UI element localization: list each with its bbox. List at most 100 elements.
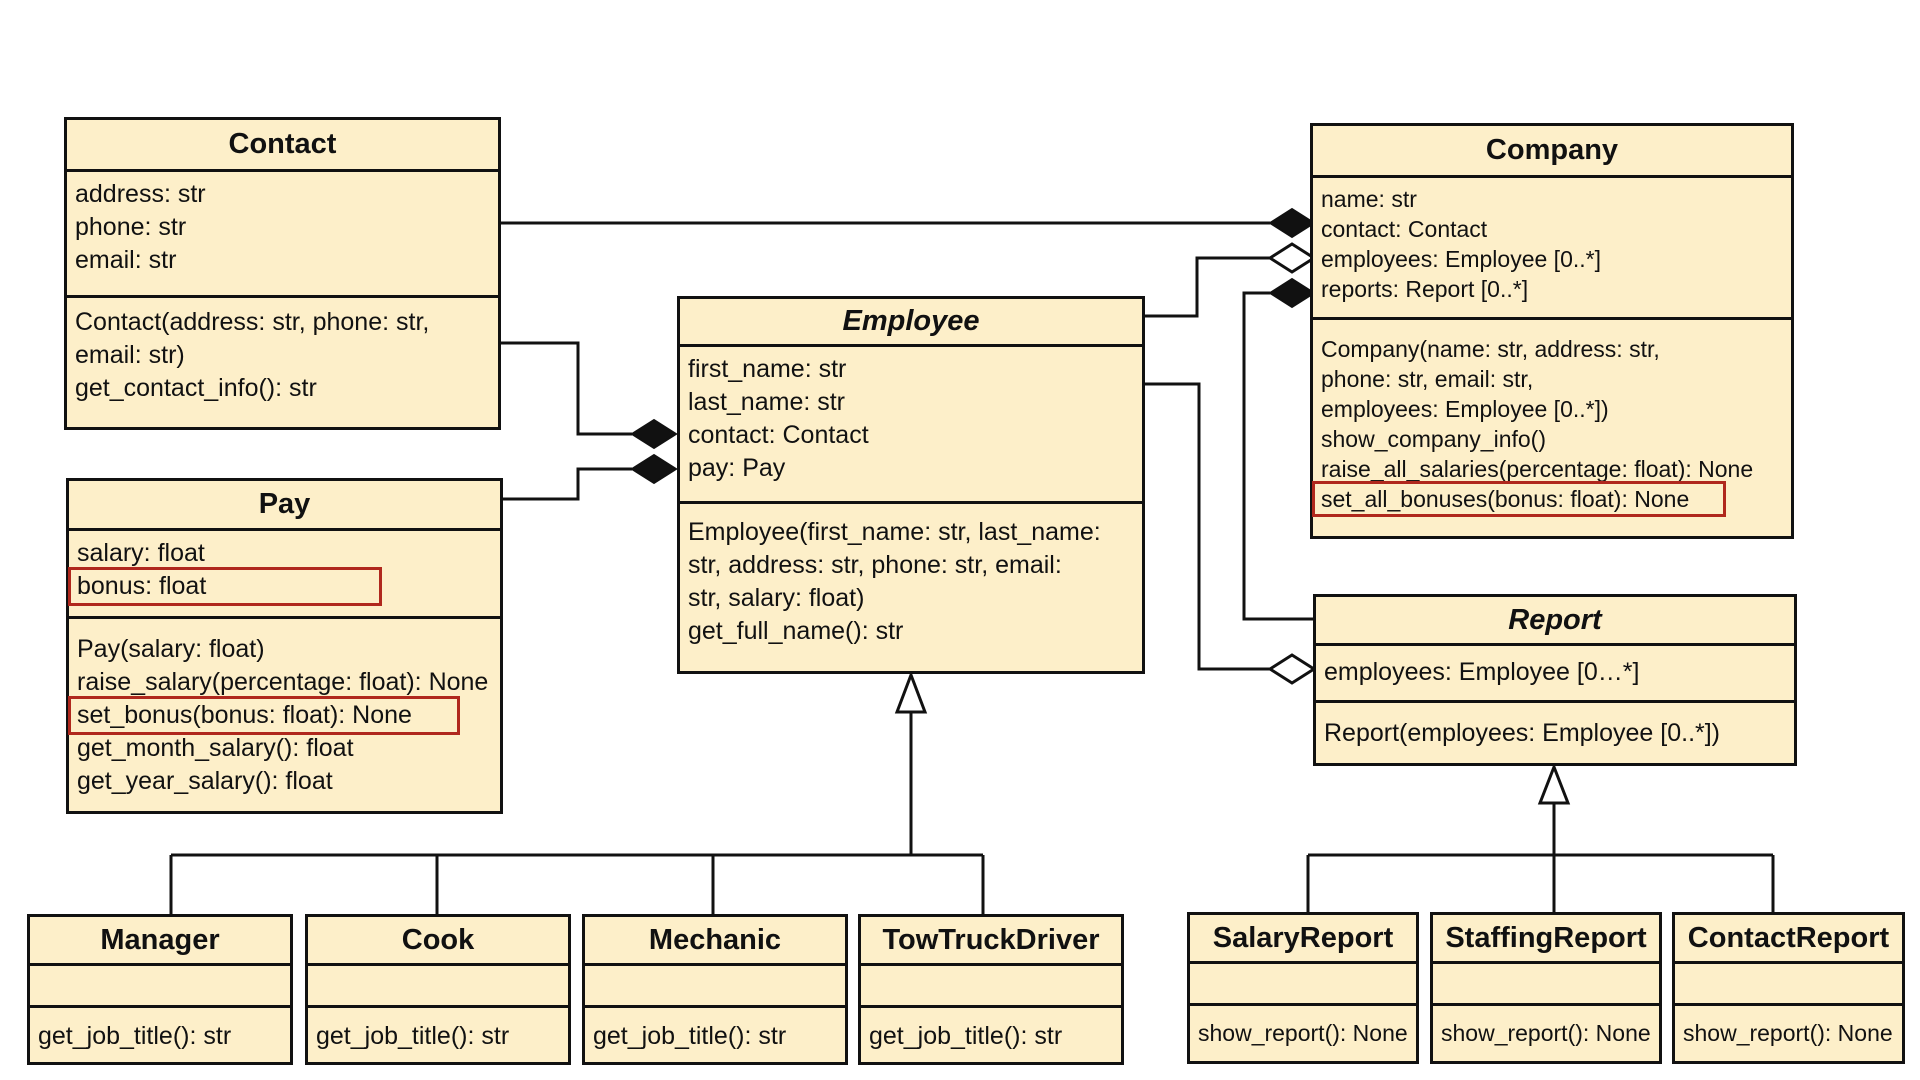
manager-class-box[interactable]: Manager get_job_title(): str: [27, 914, 293, 1065]
attributes-section: first_name: str last_name: str contact: …: [680, 347, 1142, 504]
class-name: ContactReport: [1675, 915, 1902, 964]
methods-section: Report(employees: Employee [0..*]): [1316, 703, 1794, 763]
filled-diamond-icon: [630, 453, 678, 485]
method: employees: Employee [0..*]): [1321, 396, 1609, 422]
contact-employee-composition-line: [500, 341, 632, 436]
filled-diamond-icon: [1268, 207, 1316, 239]
contactreport-class-box[interactable]: ContactReport show_report(): None: [1672, 912, 1905, 1064]
class-name: Company: [1313, 126, 1791, 178]
method: get_job_title(): str: [593, 1022, 787, 1050]
method: Employee(first_name: str, last_name:: [688, 518, 1101, 546]
attributes-section: [1190, 964, 1416, 1006]
report-company-composition-line: [1242, 291, 1313, 621]
report-class-box[interactable]: Report employees: Employee [0…*] Report(…: [1313, 594, 1797, 766]
filled-diamond-icon: [1268, 277, 1316, 309]
attributes-section: name: str contact: Contact employees: Em…: [1313, 178, 1791, 320]
method-highlighted: set_all_bonuses(bonus: float): None: [1312, 481, 1726, 517]
method: Pay(salary: float): [77, 635, 265, 663]
methods-section: get_job_title(): str: [30, 1008, 290, 1062]
method: str, salary: float): [688, 584, 865, 612]
pay-employee-composition-line: [502, 467, 632, 501]
method: show_report(): None: [1441, 1020, 1651, 1046]
inheritance-triangle-icon: [894, 670, 928, 714]
cook-class-box[interactable]: Cook get_job_title(): str: [305, 914, 571, 1065]
method: get_month_salary(): float: [77, 734, 354, 762]
attribute: employees: Employee [0…*]: [1324, 658, 1640, 686]
attributes-section: salary: float bonus: float: [68, 531, 500, 619]
method: raise_all_salaries(percentage: float): N…: [1321, 456, 1754, 482]
company-class-box[interactable]: Company name: str contact: Contact emplo…: [1310, 123, 1794, 539]
hollow-diamond-icon: [1267, 653, 1317, 685]
attribute: email: str: [75, 246, 177, 274]
method: show_report(): None: [1198, 1020, 1408, 1046]
methods-section: show_report(): None: [1675, 1006, 1902, 1061]
filled-diamond-icon: [630, 418, 678, 450]
attributes-section: address: str phone: str email: str: [67, 172, 498, 298]
attribute: reports: Report [0..*]: [1321, 276, 1529, 302]
methods-section: Employee(first_name: str, last_name: str…: [680, 504, 1142, 671]
employee-class-box[interactable]: Employee first_name: str last_name: str …: [677, 296, 1145, 674]
class-name: TowTruckDriver: [861, 917, 1121, 966]
towtruckdriver-class-box[interactable]: TowTruckDriver get_job_title(): str: [858, 914, 1124, 1065]
class-name: Pay: [69, 481, 500, 531]
attributes-section: [1433, 964, 1659, 1006]
methods-section: show_report(): None: [1190, 1006, 1416, 1061]
method: Contact(address: str, phone: str,: [75, 308, 430, 336]
method: Report(employees: Employee [0..*]): [1324, 719, 1721, 747]
attributes-section: [861, 966, 1121, 1008]
methods-section: get_job_title(): str: [861, 1008, 1121, 1062]
employee-report-aggregation-line: [1144, 382, 1270, 671]
method-highlighted: set_bonus(bonus: float): None: [68, 696, 460, 735]
mechanic-class-box[interactable]: Mechanic get_job_title(): str: [582, 914, 848, 1065]
inheritance-triangle-icon: [1537, 762, 1571, 805]
attribute-highlighted: bonus: float: [68, 567, 382, 606]
methods-section: Company(name: str, address: str, phone: …: [1312, 320, 1791, 536]
method: phone: str, email: str,: [1321, 366, 1534, 392]
hollow-diamond-icon: [1267, 242, 1317, 274]
class-name: Mechanic: [585, 917, 845, 966]
class-name: Cook: [308, 917, 568, 966]
method: str, address: str, phone: str, email:: [688, 551, 1062, 579]
contact-class-box[interactable]: Contact address: str phone: str email: s…: [64, 117, 501, 430]
pay-class-box[interactable]: Pay salary: float bonus: float Pay(salar…: [66, 478, 503, 814]
attribute: employees: Employee [0..*]: [1321, 246, 1601, 272]
salaryreport-class-box[interactable]: SalaryReport show_report(): None: [1187, 912, 1419, 1064]
attributes-section: [1675, 964, 1902, 1006]
attribute: phone: str: [75, 213, 187, 241]
class-name: Manager: [30, 917, 290, 966]
method: get_year_salary(): float: [77, 767, 333, 795]
class-name: Contact: [67, 120, 498, 172]
attributes-section: [308, 966, 568, 1008]
attribute: name: str: [1321, 186, 1417, 212]
staffingreport-class-box[interactable]: StaffingReport show_report(): None: [1430, 912, 1662, 1064]
attribute: pay: Pay: [688, 454, 786, 482]
method: get_job_title(): str: [38, 1022, 232, 1050]
attributes-section: employees: Employee [0…*]: [1316, 646, 1794, 703]
attributes-section: [585, 966, 845, 1008]
attribute: contact: Contact: [688, 421, 869, 449]
attribute: first_name: str: [688, 355, 847, 383]
method: show_report(): None: [1683, 1020, 1893, 1046]
class-name: StaffingReport: [1433, 915, 1659, 964]
method: get_contact_info(): str: [75, 374, 317, 402]
attribute: salary: float: [77, 539, 205, 567]
methods-section: show_report(): None: [1433, 1006, 1659, 1061]
method: show_company_info(): [1321, 426, 1547, 452]
method: get_job_title(): str: [316, 1022, 510, 1050]
method: get_job_title(): str: [869, 1022, 1063, 1050]
methods-section: Contact(address: str, phone: str, email:…: [67, 298, 498, 427]
class-name: Report: [1316, 597, 1794, 646]
method: Company(name: str, address: str,: [1321, 336, 1660, 362]
methods-section: get_job_title(): str: [308, 1008, 568, 1062]
methods-section: get_job_title(): str: [585, 1008, 845, 1062]
attribute: address: str: [75, 180, 206, 208]
method: raise_salary(percentage: float): None: [77, 668, 489, 696]
attribute: last_name: str: [688, 388, 846, 416]
attributes-section: [30, 966, 290, 1008]
attribute: contact: Contact: [1321, 216, 1488, 242]
method: email: str): [75, 341, 185, 369]
methods-section: Pay(salary: float) raise_salary(percenta…: [68, 619, 500, 811]
method: get_full_name(): str: [688, 617, 904, 645]
class-name: Employee: [680, 299, 1142, 347]
